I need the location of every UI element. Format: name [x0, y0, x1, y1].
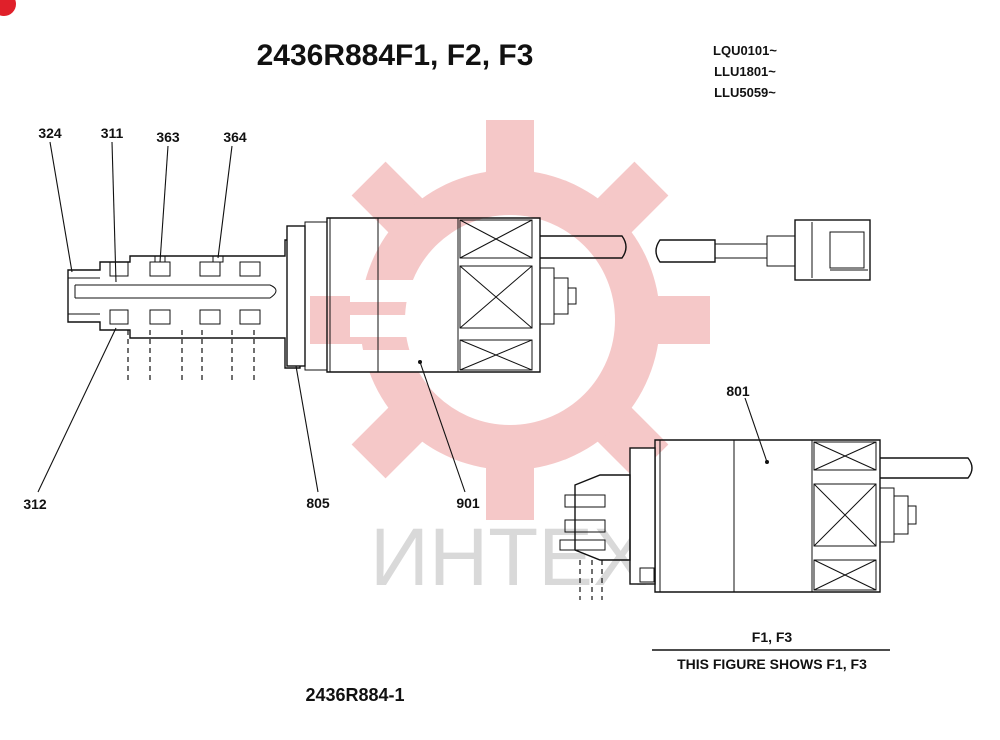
leader-lines: [37, 141, 768, 493]
label-311: 311: [101, 125, 124, 141]
label-312: 312: [23, 496, 47, 512]
watermark-text: ИНТЕХ: [370, 512, 648, 603]
serial-2: LLU1801~: [714, 64, 776, 79]
valve-spool-drawing: [67, 217, 871, 380]
label-805: 805: [306, 495, 330, 511]
diagram-title: 2436R884F1, F2, F3: [257, 39, 534, 72]
serial-1: LQU0101~: [713, 43, 777, 58]
label-324: 324: [38, 125, 62, 141]
serial-3: LLU5059~: [714, 85, 776, 100]
drawing-number: 2436R884-1: [305, 685, 404, 705]
label-364: 364: [223, 129, 247, 145]
label-363: 363: [156, 129, 180, 145]
variant-label: F1, F3: [752, 629, 793, 645]
corner-badge-icon: [0, 0, 16, 16]
detail-inset-drawing: [559, 439, 973, 600]
label-901: 901: [456, 495, 480, 511]
label-801: 801: [726, 383, 750, 399]
figure-note: THIS FIGURE SHOWS F1, F3: [677, 656, 867, 672]
